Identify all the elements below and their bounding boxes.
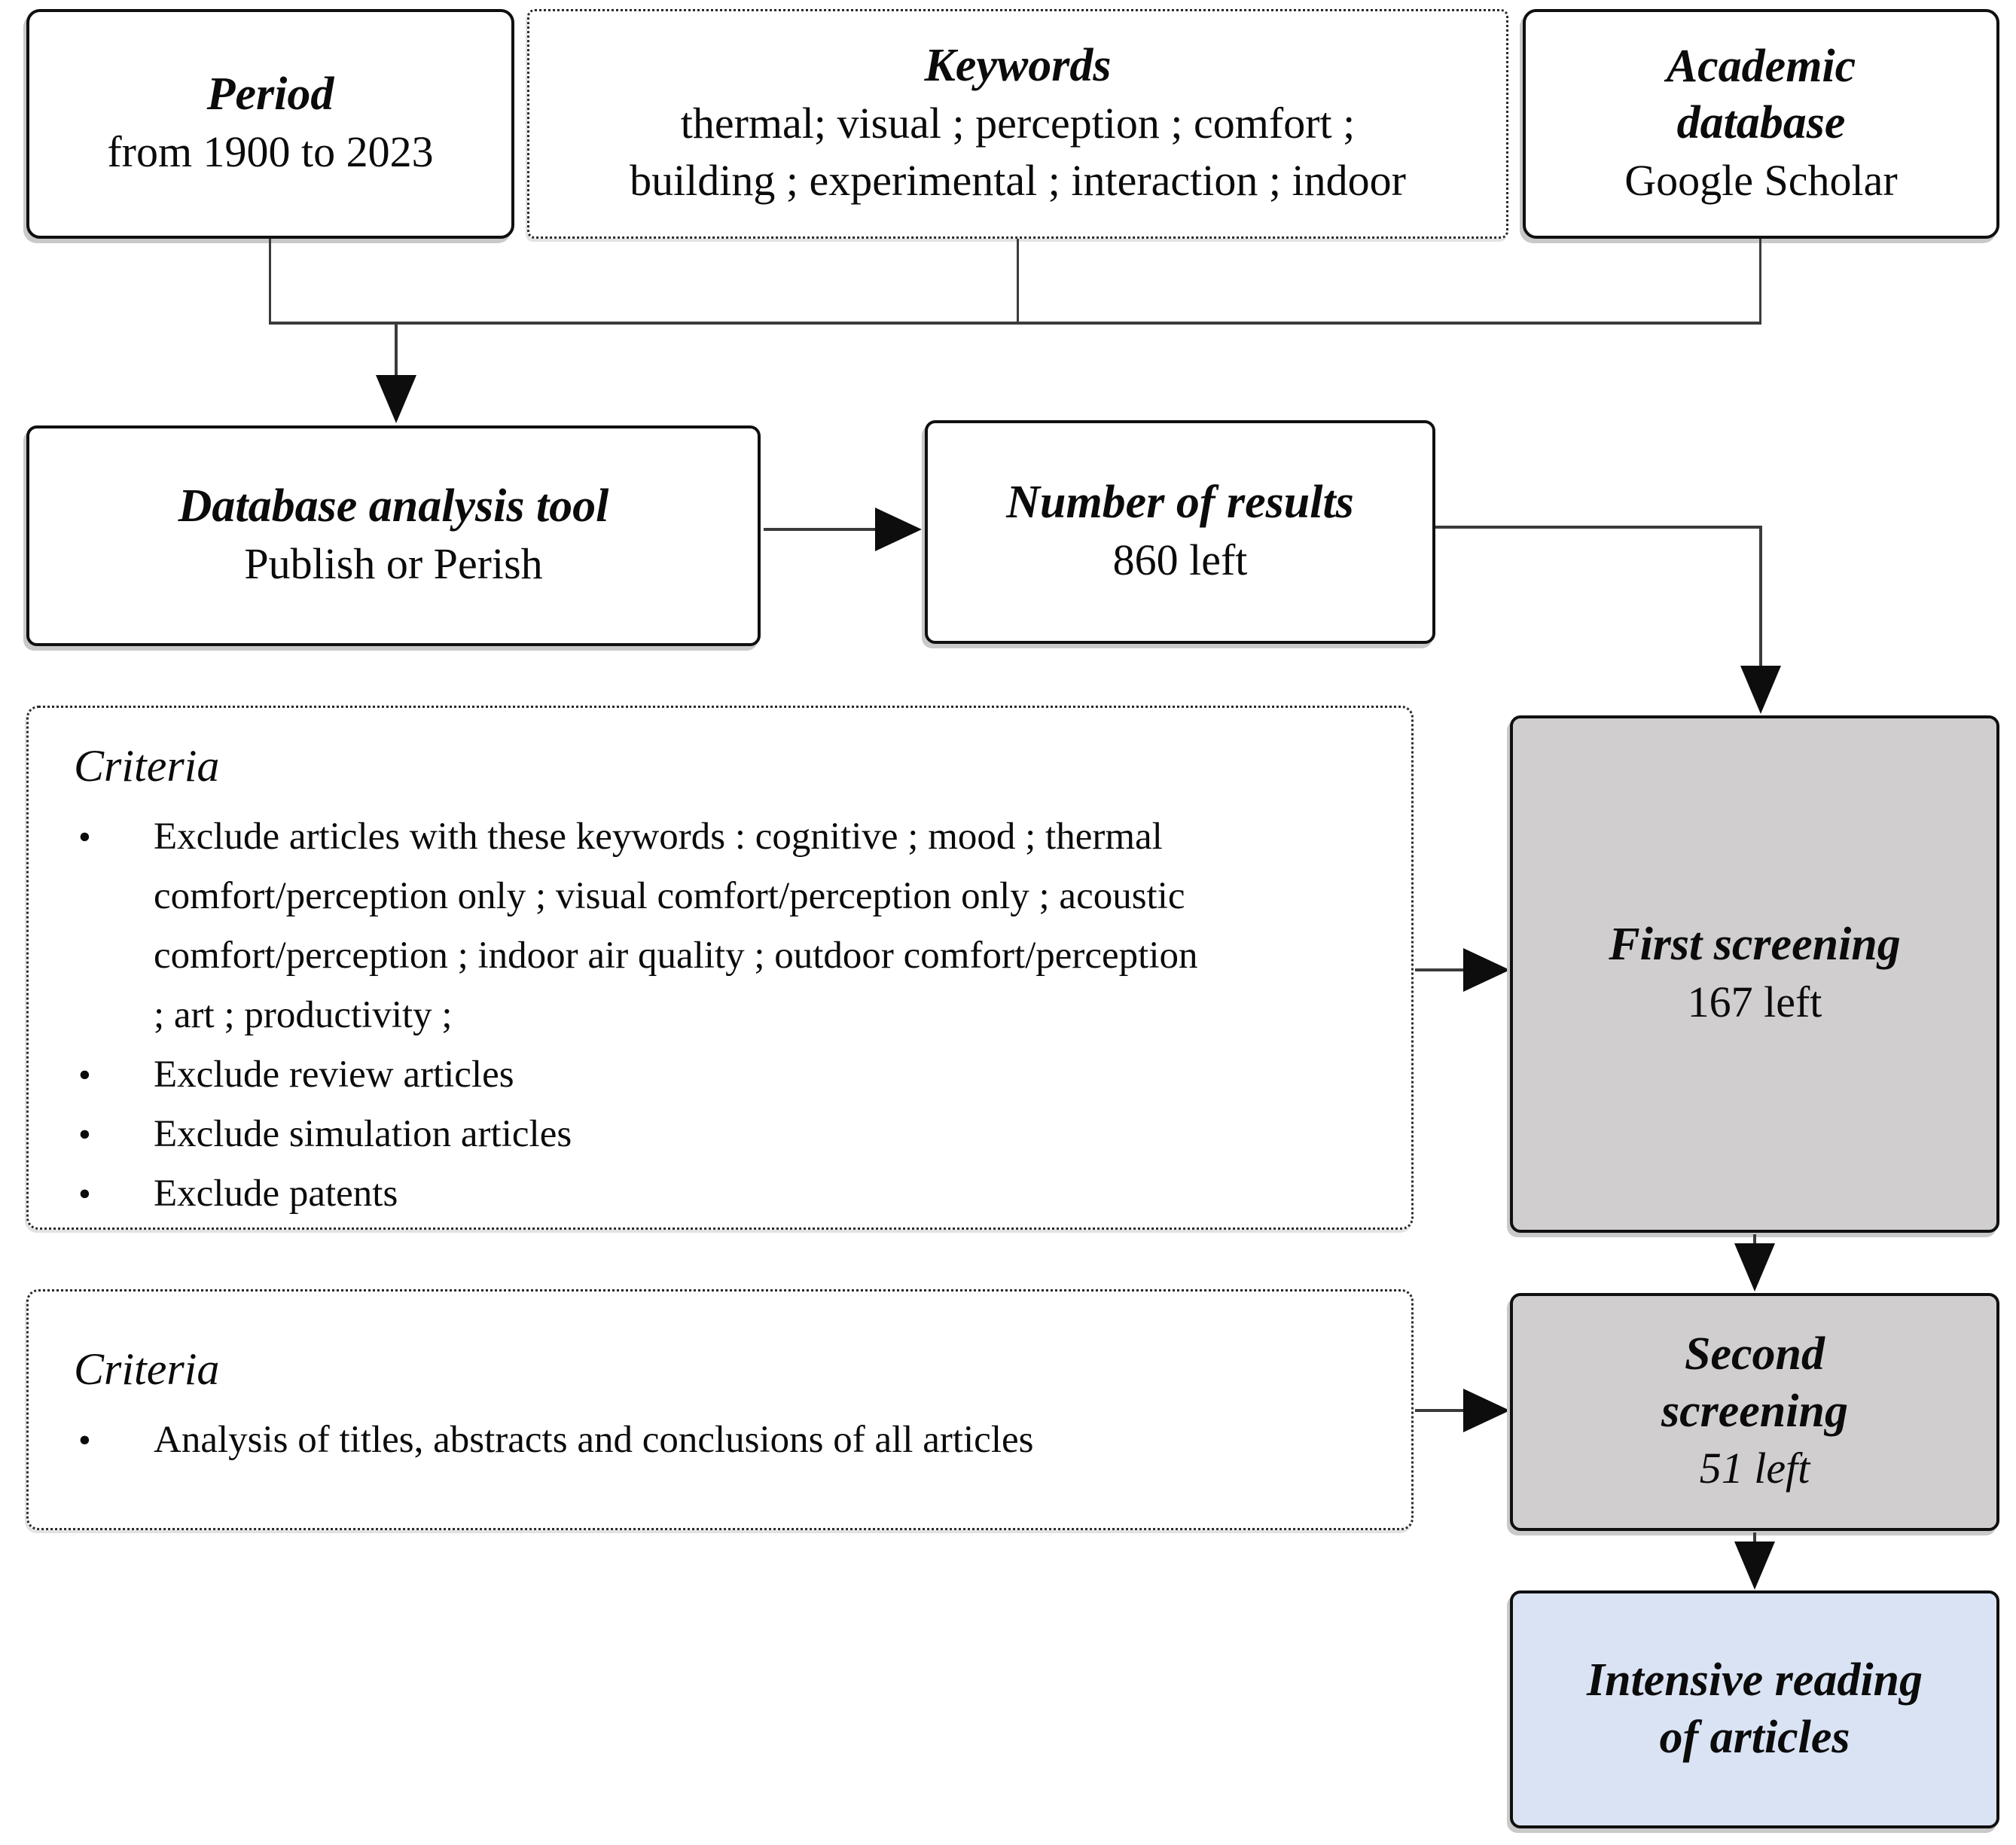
elbow-results-horizontal: [1435, 526, 1762, 529]
second-screening-box: Second screening 51 left: [1510, 1293, 1999, 1531]
criteria-2-item: • Analysis of titles, abstracts and conc…: [63, 1410, 1033, 1470]
connector-keywords-down: [1017, 239, 1019, 324]
second-screening-title-line-2: screening: [1661, 1385, 1848, 1437]
criteria-2-item-text: Analysis of titles, abstracts and conclu…: [154, 1419, 1034, 1461]
arrow-to-tool-stem: [395, 324, 398, 378]
bullet-icon: •: [78, 1055, 91, 1095]
arrow-to-tool-head: [376, 375, 416, 423]
results-title: Number of results: [1006, 477, 1354, 529]
academic-source: Google Scholar: [1624, 155, 1898, 205]
criteria-1-item-text: Exclude review articles: [154, 1054, 514, 1096]
results-count: 860 left: [1112, 535, 1248, 585]
academic-title-line-1: Academic: [1666, 40, 1856, 92]
arrow-criteria2-stem: [1415, 1409, 1465, 1412]
intensive-reading-line-1: Intensive reading: [1586, 1654, 1923, 1706]
connector-merge-horizontal: [269, 322, 1761, 325]
criteria-1-item-text: Exclude articles with these keywords : c…: [154, 816, 1198, 1036]
second-screening-count: 51 left: [1699, 1444, 1810, 1493]
connector-academic-down: [1759, 239, 1761, 324]
period-box: Period from 1900 to 2023: [26, 9, 514, 239]
first-screening-title: First screening: [1609, 919, 1901, 971]
criteria-2-heading: Criteria: [74, 1344, 220, 1394]
academic-database-box: Academic database Google Scholar: [1523, 9, 1999, 239]
arrow-tool-to-results-head: [875, 508, 922, 551]
connector-period-down: [269, 239, 271, 324]
period-title: Period: [206, 69, 334, 120]
intensive-reading-box: Intensive reading of articles: [1510, 1590, 1999, 1828]
bullet-icon: •: [78, 817, 91, 857]
keywords-line-1: thermal; visual ; perception ; comfort ;: [680, 98, 1356, 148]
bullet-icon: •: [78, 1420, 91, 1460]
keywords-box: Keywords thermal; visual ; perception ; …: [527, 9, 1508, 239]
keywords-title: Keywords: [924, 40, 1112, 92]
arrow-second-to-final-stem: [1753, 1532, 1756, 1545]
analysis-tool-title: Database analysis tool: [178, 480, 609, 532]
elbow-results-vertical: [1759, 526, 1762, 666]
arrow-first-to-second-stem: [1753, 1234, 1756, 1246]
bullet-icon: •: [78, 1174, 91, 1214]
academic-title-line-2: database: [1676, 97, 1846, 149]
results-box: Number of results 860 left: [925, 420, 1435, 644]
bullet-icon: •: [78, 1115, 91, 1154]
arrow-tool-to-results-stem: [764, 528, 875, 531]
analysis-tool-box: Database analysis tool Publish or Perish: [26, 425, 761, 646]
arrow-second-to-final-head: [1734, 1542, 1775, 1590]
keywords-line-2: building ; experimental ; interaction ; …: [630, 156, 1406, 206]
period-range: from 1900 to 2023: [107, 127, 434, 177]
first-screening-count: 167 left: [1687, 977, 1822, 1027]
second-screening-title-line-1: Second: [1685, 1328, 1825, 1380]
criteria-1-item-text: Exclude simulation articles: [154, 1113, 572, 1155]
analysis-tool-name: Publish or Perish: [244, 539, 543, 589]
arrow-to-first-screening-head: [1740, 666, 1781, 714]
criteria-1-heading: Criteria: [74, 741, 220, 791]
arrow-criteria1-head: [1463, 948, 1510, 992]
intensive-reading-line-2: of articles: [1659, 1712, 1850, 1763]
arrow-criteria1-stem: [1415, 968, 1465, 971]
criteria-1-item-text: Exclude patents: [154, 1173, 398, 1215]
criteria-1-item: • Exclude articles with these keywords :…: [63, 807, 1208, 1045]
first-screening-box: First screening 167 left: [1510, 715, 1999, 1233]
arrow-criteria2-head: [1463, 1389, 1510, 1432]
criteria-1-item: • Exclude review articles: [63, 1045, 514, 1105]
criteria-box-2: Criteria • Analysis of titles, abstracts…: [26, 1289, 1414, 1530]
criteria-1-item: • Exclude simulation articles: [63, 1105, 572, 1164]
criteria-1-item: • Exclude patents: [63, 1164, 398, 1224]
criteria-box-1: Criteria • Exclude articles with these k…: [26, 706, 1414, 1230]
arrow-first-to-second-head: [1734, 1243, 1775, 1292]
